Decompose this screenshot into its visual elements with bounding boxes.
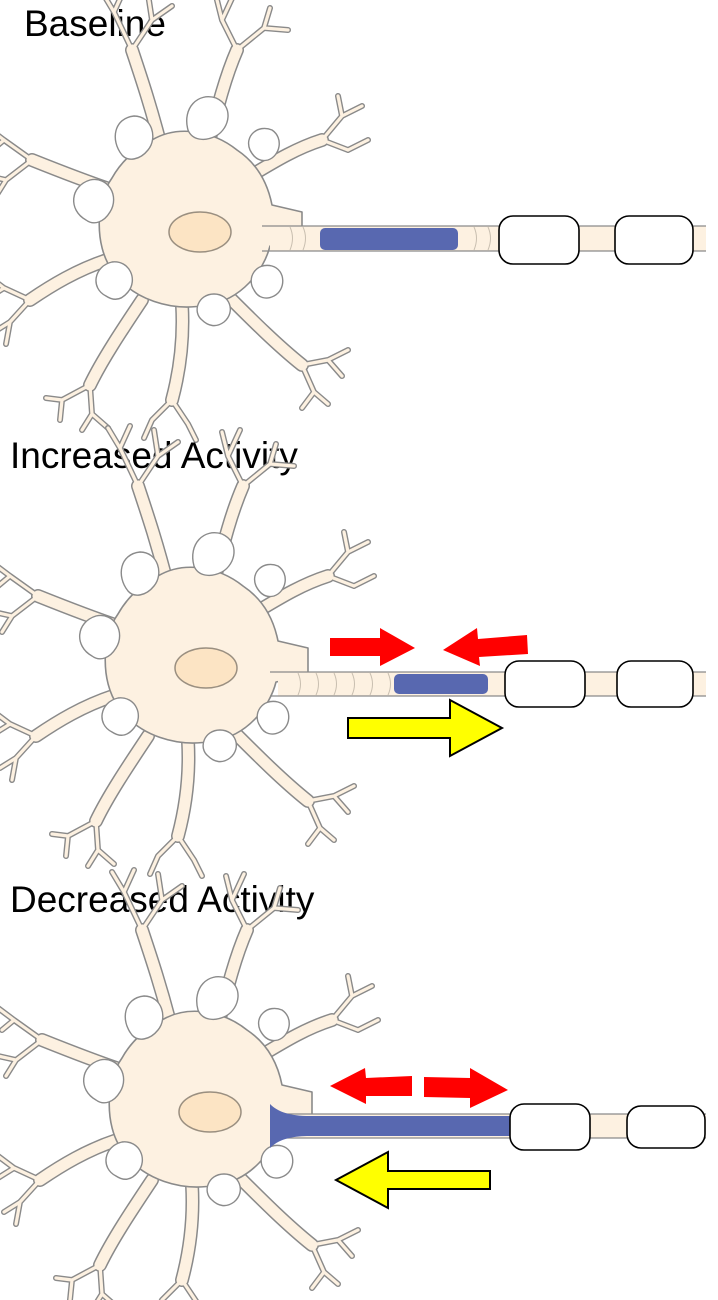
myelin-segment-decreased-1 bbox=[509, 1103, 591, 1151]
neuron-cell-decreased bbox=[0, 870, 378, 1300]
yellow-arrow-right-icon bbox=[347, 698, 505, 758]
panel-title-baseline: Baseline bbox=[24, 3, 166, 44]
panel-baseline: Baseline bbox=[0, 0, 706, 440]
red-arrow-left-outward-icon bbox=[330, 1068, 412, 1104]
neuron-cell-baseline bbox=[0, 0, 368, 440]
red-arrow-right-icon bbox=[330, 628, 415, 666]
red-arrow-right-outward-icon bbox=[424, 1068, 508, 1108]
red-arrow-left-icon bbox=[443, 628, 528, 666]
panel-decreased-activity: Decreased Activity bbox=[0, 870, 706, 1300]
neuron-cell-increased bbox=[0, 426, 374, 876]
axon-initial-segment-increased bbox=[394, 674, 488, 694]
myelin-segment-baseline-1 bbox=[498, 215, 580, 265]
panel-increased-activity: Increased Activity bbox=[0, 426, 706, 876]
yellow-arrow-left-icon bbox=[333, 1150, 491, 1210]
axon-initial-segment-baseline bbox=[320, 228, 458, 250]
myelin-segment-increased-1 bbox=[504, 660, 586, 708]
myelin-segment-baseline-2 bbox=[614, 215, 694, 265]
axon-initial-segment-decreased bbox=[270, 1104, 510, 1148]
myelin-segment-increased-2 bbox=[616, 660, 694, 708]
myelin-segment-decreased-2 bbox=[626, 1105, 706, 1149]
